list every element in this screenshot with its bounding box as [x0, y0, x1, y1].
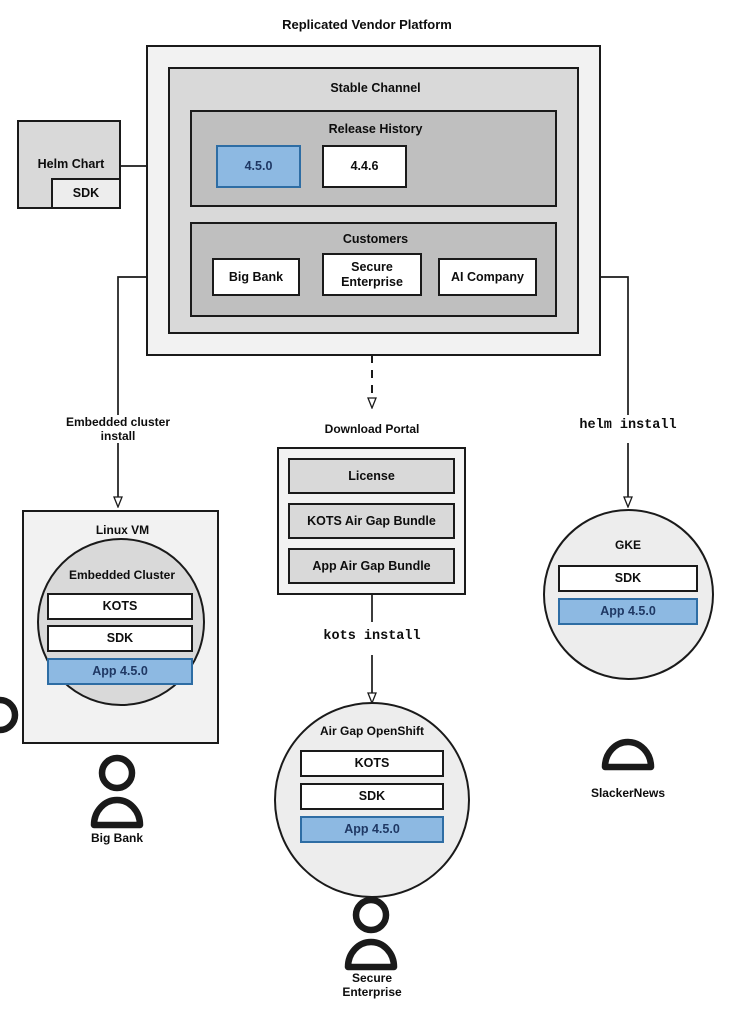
- download-portal-title: Download Portal: [324, 422, 420, 436]
- actor-label-secure-enterprise: Secure Enterprise: [292, 971, 452, 1000]
- openshift-component-kots[interactable]: KOTS: [300, 750, 444, 777]
- page-title: Replicated Vendor Platform: [282, 17, 452, 32]
- gke-component-sdk[interactable]: SDK: [558, 565, 698, 592]
- edge-label-embedded-line2: install: [100, 429, 136, 444]
- customer-secure-enterprise-line2: Enterprise: [341, 274, 403, 289]
- release-history-label: Release History: [328, 122, 423, 136]
- linux-vm-component-sdk[interactable]: SDK: [47, 625, 193, 652]
- linux-vm-component-app[interactable]: App 4.5.0: [47, 658, 193, 685]
- release-version-4-5-0[interactable]: 4.5.0: [216, 145, 301, 188]
- gke-label: GKE: [614, 538, 641, 552]
- customers-label: Customers: [342, 232, 409, 246]
- helm-chart-label: Helm Chart: [37, 157, 105, 171]
- stable-channel-label: Stable Channel: [330, 81, 421, 95]
- air-gap-openshift-label: Air Gap OpenShift: [319, 724, 424, 738]
- edge-label-embedded-cluster-install: Embedded cluster install: [38, 415, 198, 444]
- edge-label-helm-install: helm install: [579, 418, 677, 433]
- customer-ai-company[interactable]: AI Company: [438, 258, 537, 296]
- embedded-cluster-label: Embedded Cluster: [68, 568, 176, 582]
- gke-component-app[interactable]: App 4.5.0: [558, 598, 698, 625]
- helm-chart-sdk-box[interactable]: SDK: [51, 178, 121, 209]
- actor-secure-line1: Secure: [351, 971, 393, 985]
- linux-vm-label: Linux VM: [95, 523, 150, 537]
- edge-label-kots-install: kots install: [323, 629, 421, 644]
- openshift-component-app[interactable]: App 4.5.0: [300, 816, 444, 843]
- customer-secure-enterprise-line1: Secure: [351, 260, 393, 275]
- edge-label-embedded-line1: Embedded cluster: [65, 415, 171, 429]
- actor-label-big-bank: Big Bank: [90, 831, 143, 845]
- person-icon-big-bank: [90, 754, 144, 829]
- portal-item-kots-air-gap-bundle[interactable]: KOTS Air Gap Bundle: [288, 503, 455, 539]
- person-icon-secure-enterprise: [344, 896, 398, 971]
- linux-vm-component-kots[interactable]: KOTS: [47, 593, 193, 620]
- customer-secure-enterprise[interactable]: Secure Enterprise: [322, 253, 422, 296]
- customer-big-bank[interactable]: Big Bank: [212, 258, 300, 296]
- actor-secure-line2: Enterprise: [342, 985, 402, 1000]
- release-version-4-4-6[interactable]: 4.4.6: [322, 145, 407, 188]
- portal-item-license[interactable]: License: [288, 458, 455, 494]
- gke-circle: [543, 509, 714, 680]
- actor-label-slackernews: SlackerNews: [590, 786, 666, 800]
- openshift-component-sdk[interactable]: SDK: [300, 783, 444, 810]
- portal-item-app-air-gap-bundle[interactable]: App Air Gap Bundle: [288, 548, 455, 584]
